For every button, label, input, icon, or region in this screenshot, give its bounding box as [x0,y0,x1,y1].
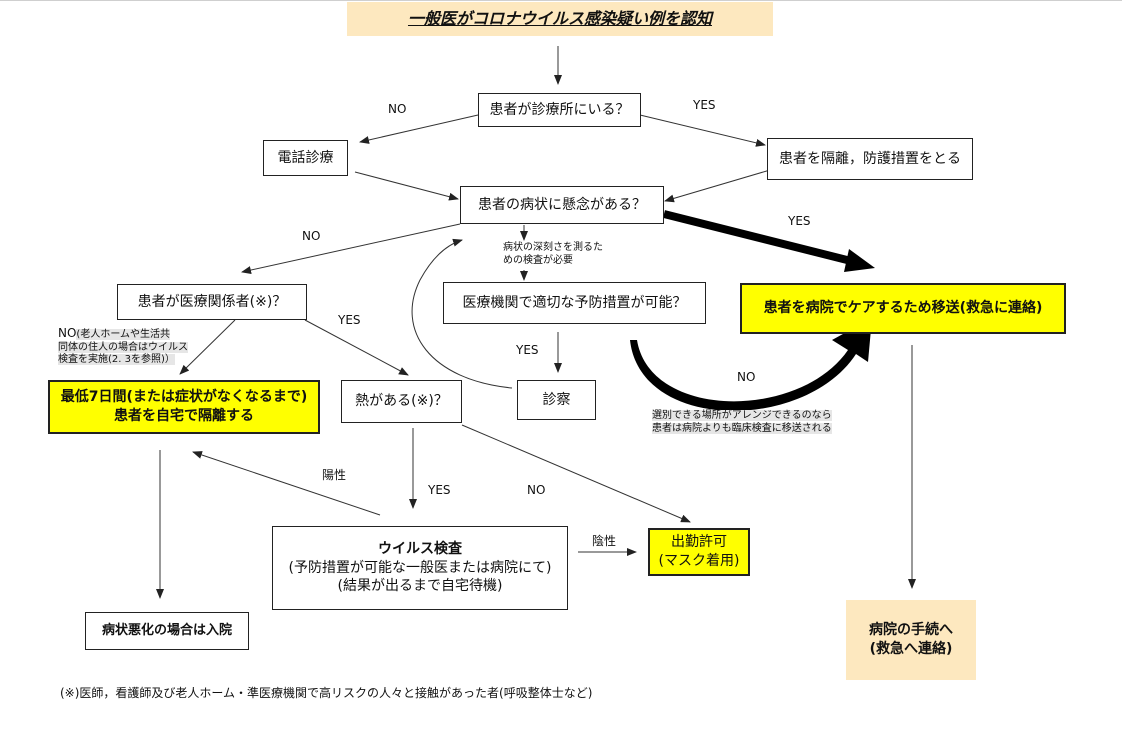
label-negative: 陰性 [592,534,617,548]
node-hospital-procedure-line1: 病院の手続へ [869,622,953,639]
node-isolate-protect: 患者を隔離，防護措置をとる [767,138,973,180]
node-work-permitted-line2: (マスク着用) [658,553,740,569]
label-yes-concern: YES [788,214,811,228]
label-no-fever: NO [527,483,546,497]
note-severity-test-line1: 病状の深刻さを測るた [503,242,603,253]
node-hospital-procedure: 病院の手続へ (救急へ連絡) [846,600,976,680]
node-hospital-procedure-line2: (救急へ連絡) [869,641,953,657]
node-medical-worker: 患者が医療関係者(※)？ [117,284,307,320]
arrow-worker-no [179,319,236,375]
node-examination-label: 診察 [542,391,571,408]
node-prevention-possible-label: 医療機関で適切な予防措置が可能？ [462,294,687,311]
node-phone-consult: 電話診療 [263,140,348,176]
label-no-clinic: NO [388,102,407,116]
node-work-permitted: 出勤許可 (マスク着用) [648,528,750,576]
arrow-clinic-yes [639,114,766,147]
node-phone-consult-label: 電話診療 [277,149,334,166]
node-transfer-hospital: 患者を病院でケアするため移送(救急に連絡) [740,283,1066,334]
node-virus-test: ウイルス検査 (予防措置が可能な一般医または病院にて) (結果が出るまで自宅待機… [272,526,568,610]
note-severity-test: 病状の深刻さを測るた めの検査が必要 [503,242,603,267]
label-yes-prevention: YES [516,343,539,357]
arrow-worker-yes [304,319,409,376]
arrow-phone-to-concern [354,171,459,201]
arrow-fever-no [461,424,691,523]
node-work-permitted-line1: 出勤許可 [671,534,727,551]
label-yes-worker: YES [338,313,361,327]
label-yes-fever: YES [428,483,451,497]
node-isolate-protect-label: 患者を隔離，防護措置をとる [779,150,961,167]
node-virus-test-line1: ウイルス検査 [378,540,462,557]
node-home-isolation-line1: 最低7日間(または症状がなくなるまで) [60,389,308,406]
node-hospitalize: 病状悪化の場合は入院 [85,612,249,650]
node-concern: 患者の病状に懸念がある？ [460,186,664,224]
node-home-isolation-line2: 患者を自宅で隔離する [114,408,254,424]
node-virus-test-line2: (予防措置が可能な一般医または病院にて) [288,559,552,576]
label-no-concern: NO [302,229,321,243]
node-concern-label: 患者の病状に懸念がある？ [478,196,646,213]
node-fever: 熱がある(※)？ [341,380,462,423]
label-yes-clinic: YES [693,98,716,112]
note-no-worker-line2: 同体の住人の場合はウイルス [58,341,188,353]
node-hospitalize-label: 病状悪化の場合は入院 [101,623,232,639]
node-examination: 診察 [517,380,596,420]
note-severity-test-line2: めの検査が必要 [503,254,573,266]
top-divider [0,0,1122,1]
node-transfer-hospital-label: 患者を病院でケアするため移送(救急に連絡) [763,300,1043,317]
node-in-clinic-label: 患者が診療所にいる？ [489,101,630,118]
page-title: 一般医がコロナウイルス感染疑い例を認知 [407,9,712,29]
arrow-clinic-no [359,114,479,144]
title-box: 一般医がコロナウイルス感染疑い例を認知 [347,2,773,36]
label-positive: 陽性 [322,468,347,482]
note-alt-line1: 選別できる場所がアレンジできるのなら [652,410,832,421]
arrow-exam-loop [411,238,513,389]
note-no-worker-line1: (老人ホームや生活共 [76,329,171,340]
node-prevention-possible: 医療機関で適切な予防措置が可能？ [443,282,706,324]
note-no-worker: NO(老人ホームや生活共 同体の住人の場合はウイルス 検査を実施(2. 3を参照… [58,326,188,367]
node-medical-worker-label: 患者が医療関係者(※)？ [137,293,287,310]
note-alternative-transfer: 選別できる場所がアレンジできるのなら 患者は病院よりも臨床検査に移送される [652,410,832,435]
node-virus-test-line3: (結果が出るまで自宅待機) [337,578,503,595]
node-home-isolation: 最低7日間(または症状がなくなるまで) 患者を自宅で隔離する [48,380,320,434]
arrow-test-positive [192,451,381,516]
label-no-prevention: NO [737,370,756,384]
node-fever-label: 熱がある(※)？ [355,393,448,410]
note-no-worker-prefix: NO [58,326,77,340]
arrow-prevention-no-curved [630,318,872,411]
note-no-worker-line3: 検査を実施(2. 3を参照)） [58,354,175,365]
arrow-concern-no [241,223,461,274]
node-in-clinic: 患者が診療所にいる？ [478,93,641,127]
note-alt-line2: 患者は病院よりも臨床検査に移送される [652,422,832,434]
footnote: (※)医師，看護師及び老人ホーム・準医療機関で高リスクの人々と接触があった者(呼… [60,686,593,700]
arrow-concern-yes-bold [663,210,875,272]
arrow-isolate-to-concern [664,169,771,203]
